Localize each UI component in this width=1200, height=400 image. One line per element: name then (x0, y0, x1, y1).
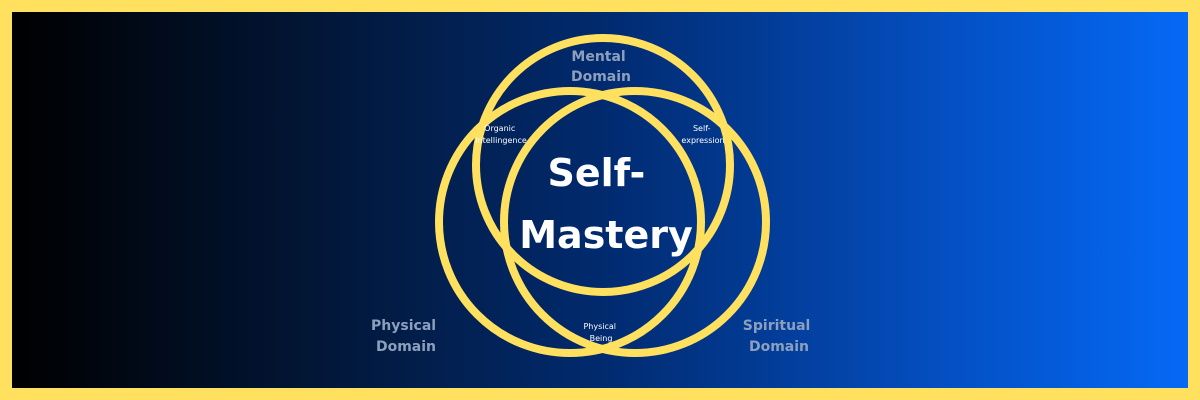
physical-being-label: Physical Being (583, 322, 618, 343)
mental-domain-ring (472, 34, 734, 296)
organic-intelligence-label: Organic Intellingence (475, 124, 527, 145)
spiritual-domain-label: Spiritual Domain (743, 318, 815, 355)
mental-domain-label: Mental Domain (571, 49, 631, 85)
self-mastery-title: Self- Mastery (519, 151, 693, 257)
physical-domain-ring (435, 87, 705, 357)
self-expression-label: Self- expression (681, 124, 724, 145)
physical-domain-label: Physical Domain (371, 318, 441, 355)
spiritual-domain-ring (500, 87, 770, 357)
